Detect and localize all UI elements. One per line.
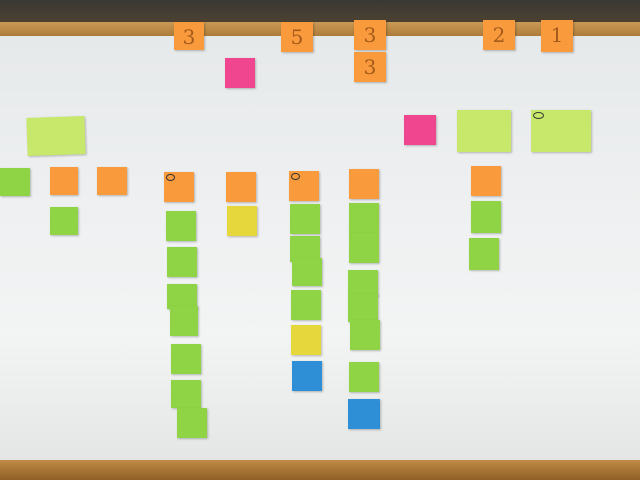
priority-note: 3 (354, 20, 386, 50)
sticky-note-green (166, 211, 196, 241)
sticky-note-yellow (227, 206, 257, 236)
sticky-note-pink (404, 115, 436, 145)
sticky-note-orange (471, 166, 501, 196)
sticky-note-green (469, 238, 499, 270)
sticky-note-orange (226, 172, 256, 202)
sticky-note-orange (164, 172, 194, 202)
sticky-note-green (348, 294, 378, 322)
sticky-note-green (349, 203, 379, 233)
circled-mark (533, 112, 545, 119)
priority-note: 2 (483, 20, 515, 50)
sticky-note-orange (97, 167, 127, 195)
sticky-note-blue (348, 399, 380, 429)
sticky-note-green (471, 201, 501, 233)
whiteboard (0, 36, 640, 462)
sticky-note-pink (225, 58, 255, 88)
sticky-note-green (291, 290, 321, 320)
priority-note: 3 (354, 52, 386, 82)
sticky-note-blue (292, 361, 322, 391)
sticky-note-yellow (291, 325, 321, 355)
sticky-note-orange (349, 169, 379, 199)
whiteboard-top-rail (0, 22, 640, 38)
sticky-note-green (167, 284, 197, 309)
sticky-note-green (348, 270, 378, 296)
sticky-note-green (171, 344, 201, 374)
sticky-note-light-green (26, 115, 86, 157)
sticky-note-orange (289, 171, 319, 201)
sticky-note-orange (50, 167, 78, 195)
sticky-note-light-green (531, 110, 591, 152)
sticky-note-green (349, 362, 379, 392)
priority-note: 3 (174, 22, 204, 50)
sticky-note-green (171, 380, 201, 408)
sticky-note-green (290, 236, 320, 262)
sticky-note-light-green (457, 110, 511, 152)
sticky-note-green (50, 207, 78, 235)
sticky-note-green (350, 320, 380, 350)
circled-mark (291, 173, 300, 180)
priority-note: 1 (541, 20, 573, 52)
sticky-note-green (292, 258, 322, 286)
priority-note: 5 (281, 22, 313, 52)
sticky-note-green (170, 306, 198, 336)
circled-mark (166, 174, 175, 181)
sticky-note-green (167, 247, 197, 277)
sticky-note-green (177, 408, 207, 438)
sticky-note-green (290, 204, 320, 234)
whiteboard-bottom-rail (0, 460, 640, 480)
sticky-note-green (0, 168, 30, 196)
sticky-note-green (349, 233, 379, 263)
